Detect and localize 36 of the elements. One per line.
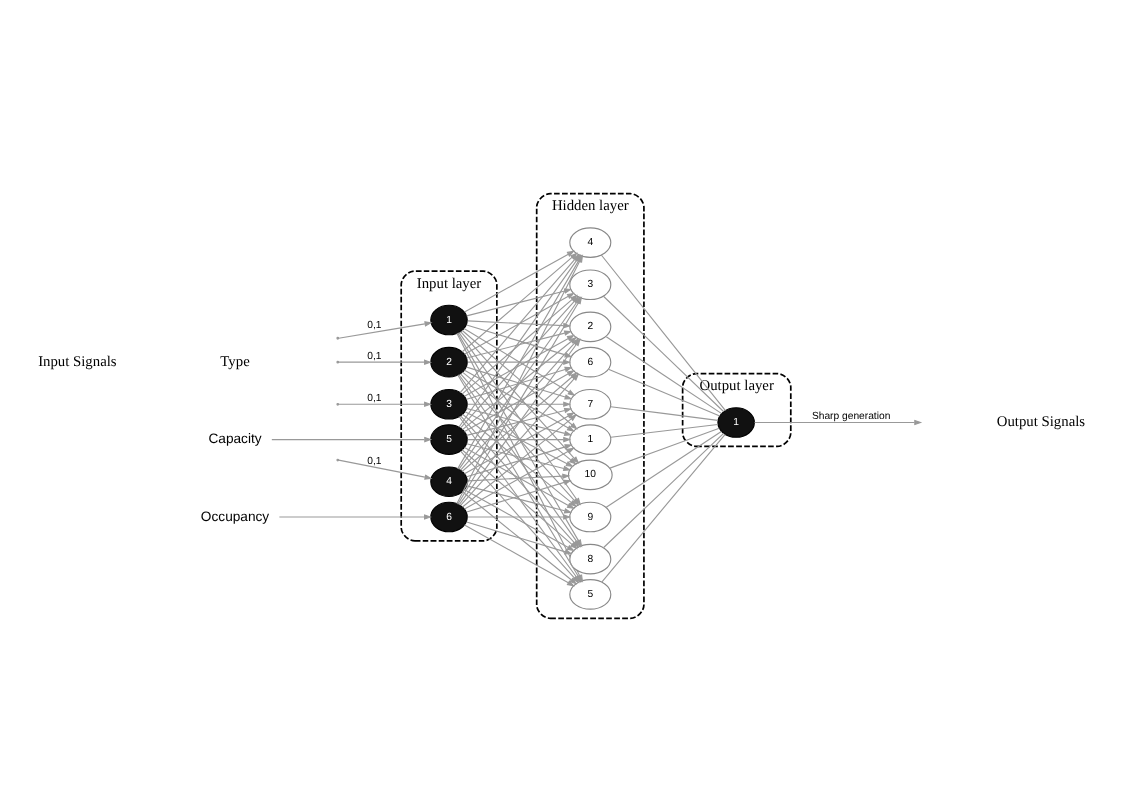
arrow: [466, 365, 573, 399]
connector: [605, 429, 722, 507]
connector: [610, 405, 719, 420]
arrow: [338, 358, 433, 364]
connector: [602, 294, 725, 412]
connector: [605, 335, 722, 413]
arrow: [466, 443, 573, 477]
arrow: [278, 513, 432, 519]
connector: [607, 367, 721, 416]
arrow: [463, 249, 575, 312]
arrow: [467, 513, 572, 519]
arrow: [466, 484, 573, 513]
arrow: [466, 287, 573, 316]
arrow: [466, 520, 573, 554]
arrow: [467, 358, 572, 364]
arrow: [467, 435, 572, 442]
connector: [601, 432, 726, 582]
arrow: [463, 488, 575, 551]
arrow: [466, 478, 572, 512]
arrow: [271, 435, 433, 442]
arrow: [466, 406, 573, 435]
arrow: [338, 400, 433, 407]
connector: [600, 253, 727, 411]
arrow: [467, 472, 571, 481]
connector: [610, 423, 719, 437]
arrow: [753, 418, 923, 425]
arrow: [466, 442, 572, 471]
arrow: [463, 291, 575, 354]
arrow: [463, 446, 575, 509]
arrow: [338, 458, 433, 479]
arrow: [338, 320, 433, 338]
connector: [603, 431, 725, 548]
connector: [609, 426, 720, 468]
arrow: [467, 319, 572, 328]
arrow: [467, 400, 572, 407]
arrow: [463, 523, 575, 586]
